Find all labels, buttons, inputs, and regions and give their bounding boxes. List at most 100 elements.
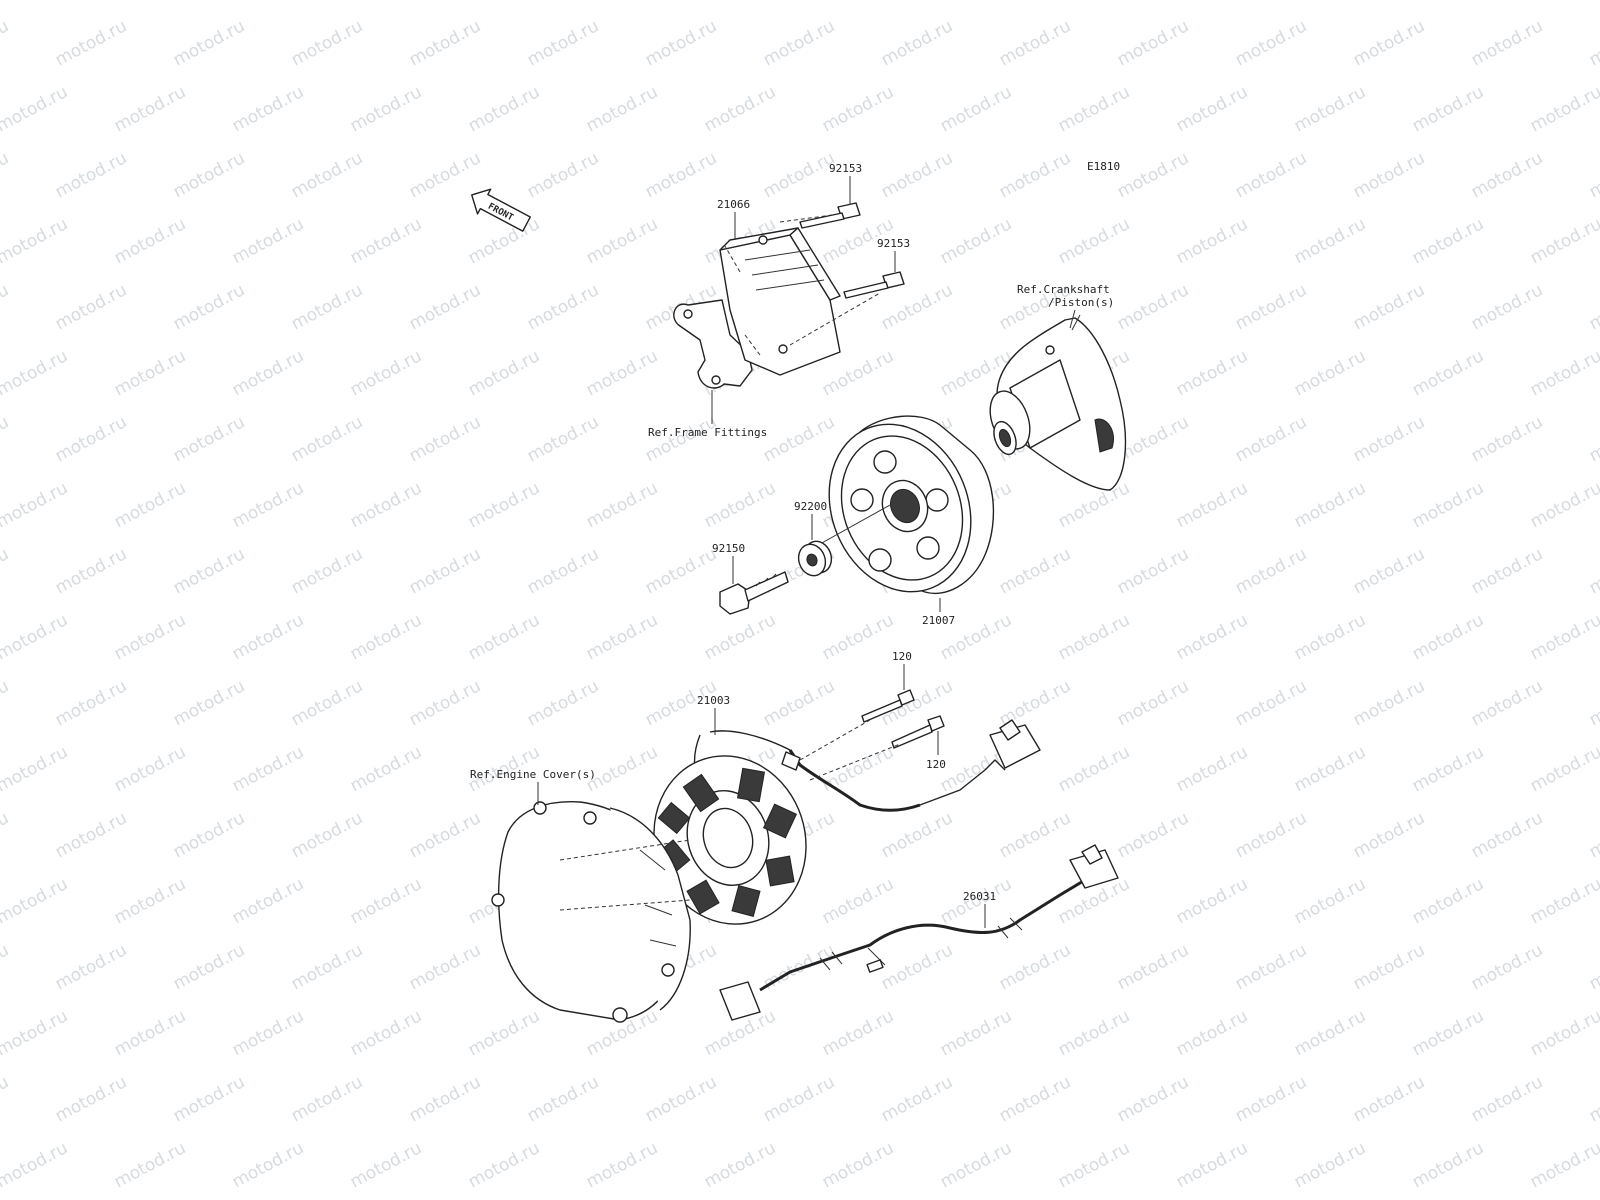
label-92153-lower: 92153 — [877, 237, 910, 250]
watermark-text: motod.ru — [1232, 1072, 1310, 1126]
watermark-text: motod.ru — [1232, 544, 1310, 598]
watermark-text: motod.ru — [0, 676, 12, 730]
watermark-text: motod.ru — [288, 412, 366, 466]
watermark-text: motod.ru — [170, 1072, 248, 1126]
watermark-text: motod.ru — [819, 82, 897, 136]
watermark-text: motod.ru — [996, 808, 1074, 862]
watermark-text: motod.ru — [1232, 808, 1310, 862]
watermark-text: motod.ru — [288, 940, 366, 994]
watermark-text: motod.ru — [465, 478, 543, 532]
watermark-text: motod.ru — [1055, 0, 1133, 4]
regulator-bracket — [673, 299, 753, 389]
watermark-text: motod.ru — [1468, 676, 1546, 730]
watermark-text: motod.ru — [1409, 874, 1487, 928]
watermark-text: motod.ru — [52, 940, 130, 994]
watermark-text: motod.ru — [347, 82, 425, 136]
watermark-text: motod.ru — [465, 82, 543, 136]
watermark-text: motod.ru — [760, 412, 838, 466]
watermark-text: motod.ru — [347, 742, 425, 796]
watermark-text: motod.ru — [111, 610, 189, 664]
watermark-text: motod.ru — [1114, 16, 1192, 70]
watermark-text: motod.ru — [1586, 148, 1600, 202]
watermark-text: motod.ru — [878, 1072, 956, 1126]
watermark-text: motod.ru — [52, 280, 130, 334]
watermark-text: motod.ru — [1527, 214, 1600, 268]
watermark-text: motod.ru — [111, 742, 189, 796]
flywheel-bolt-92150 — [719, 571, 789, 615]
watermark-text: motod.ru — [1291, 742, 1369, 796]
watermark-text: motod.ru — [1173, 346, 1251, 400]
watermark-text: motod.ru — [1527, 346, 1600, 400]
watermark-text: motod.ru — [406, 412, 484, 466]
ref-crankshaft-line2: /Piston(s) — [1048, 296, 1114, 309]
watermark-text: motod.ru — [288, 280, 366, 334]
watermark-text: motod.ru — [1291, 0, 1369, 4]
watermark-text: motod.ru — [1468, 1072, 1546, 1126]
watermark-text: motod.ru — [1350, 940, 1428, 994]
watermark-text: motod.ru — [170, 148, 248, 202]
watermark-text: motod.ru — [760, 940, 838, 994]
watermark-text: motod.ru — [760, 1072, 838, 1126]
watermark-text: motod.ru — [0, 0, 71, 4]
watermark-text: motod.ru — [1232, 280, 1310, 334]
watermark-text: motod.ru — [406, 1072, 484, 1126]
watermark-text: motod.ru — [229, 1006, 307, 1060]
watermark-text: motod.ru — [1527, 874, 1600, 928]
watermark-text: motod.ru — [1350, 1072, 1428, 1126]
watermark-text: motod.ru — [1114, 1072, 1192, 1126]
watermark-text: motod.ru — [1350, 808, 1428, 862]
watermark-text: motod.ru — [1586, 940, 1600, 994]
watermark-text: motod.ru — [0, 808, 12, 862]
watermark-text: motod.ru — [465, 214, 543, 268]
engine-cover-reference — [491, 801, 691, 1023]
watermark-text: motod.ru — [229, 742, 307, 796]
watermark-text: motod.ru — [1291, 214, 1369, 268]
watermark-text: motod.ru — [288, 1072, 366, 1126]
watermark-text: motod.ru — [583, 82, 661, 136]
watermark-text: motod.ru — [1173, 214, 1251, 268]
watermark-text: motod.ru — [406, 280, 484, 334]
crankshaft-reference — [989, 314, 1127, 491]
watermark-text: motod.ru — [229, 1138, 307, 1192]
watermark-text: motod.ru — [937, 1138, 1015, 1192]
watermark-text: motod.ru — [0, 280, 12, 334]
watermark-text: motod.ru — [878, 16, 956, 70]
watermark-text: motod.ru — [1350, 280, 1428, 334]
watermark-text: motod.ru — [1409, 346, 1487, 400]
watermark-text: motod.ru — [1173, 874, 1251, 928]
watermark-text: motod.ru — [347, 214, 425, 268]
watermark-text: motod.ru — [583, 478, 661, 532]
watermark-text: motod.ru — [701, 478, 779, 532]
watermark-text: motod.ru — [819, 1138, 897, 1192]
watermark-text: motod.ru — [347, 1138, 425, 1192]
watermark-text: motod.ru — [229, 478, 307, 532]
watermark-text: motod.ru — [1055, 742, 1133, 796]
flywheel-rotor — [828, 415, 995, 595]
watermark-text: motod.ru — [642, 412, 720, 466]
watermark-text: motod.ru — [1291, 478, 1369, 532]
watermark-text: motod.ru — [1232, 940, 1310, 994]
watermark-text: motod.ru — [760, 148, 838, 202]
regulator-assembly — [673, 202, 905, 389]
watermark-text: motod.ru — [583, 610, 661, 664]
watermark-text: motod.ru — [465, 346, 543, 400]
watermark-text: motod.ru — [0, 412, 12, 466]
watermark-text: motod.ru — [0, 1138, 71, 1192]
ref-crankshaft-line1: Ref.Crankshaft — [1017, 283, 1110, 296]
watermark-text: motod.ru — [406, 808, 484, 862]
watermark-text: motod.ru — [1173, 610, 1251, 664]
watermark-text: motod.ru — [465, 610, 543, 664]
watermark-text: motod.ru — [1527, 610, 1600, 664]
bolt-92153-lower — [843, 271, 905, 299]
watermark-text: motod.ru — [465, 1006, 543, 1060]
watermark-text: motod.ru — [111, 346, 189, 400]
watermark-text: motod.ru — [229, 346, 307, 400]
watermark-text: motod.ru — [1291, 82, 1369, 136]
watermark-text: motod.ru — [406, 940, 484, 994]
label-21007: 21007 — [922, 614, 955, 627]
watermark-text: motod.ru — [111, 1138, 189, 1192]
watermark-text: motod.ru — [1173, 1138, 1251, 1192]
watermark-text: motod.ru — [347, 1006, 425, 1060]
